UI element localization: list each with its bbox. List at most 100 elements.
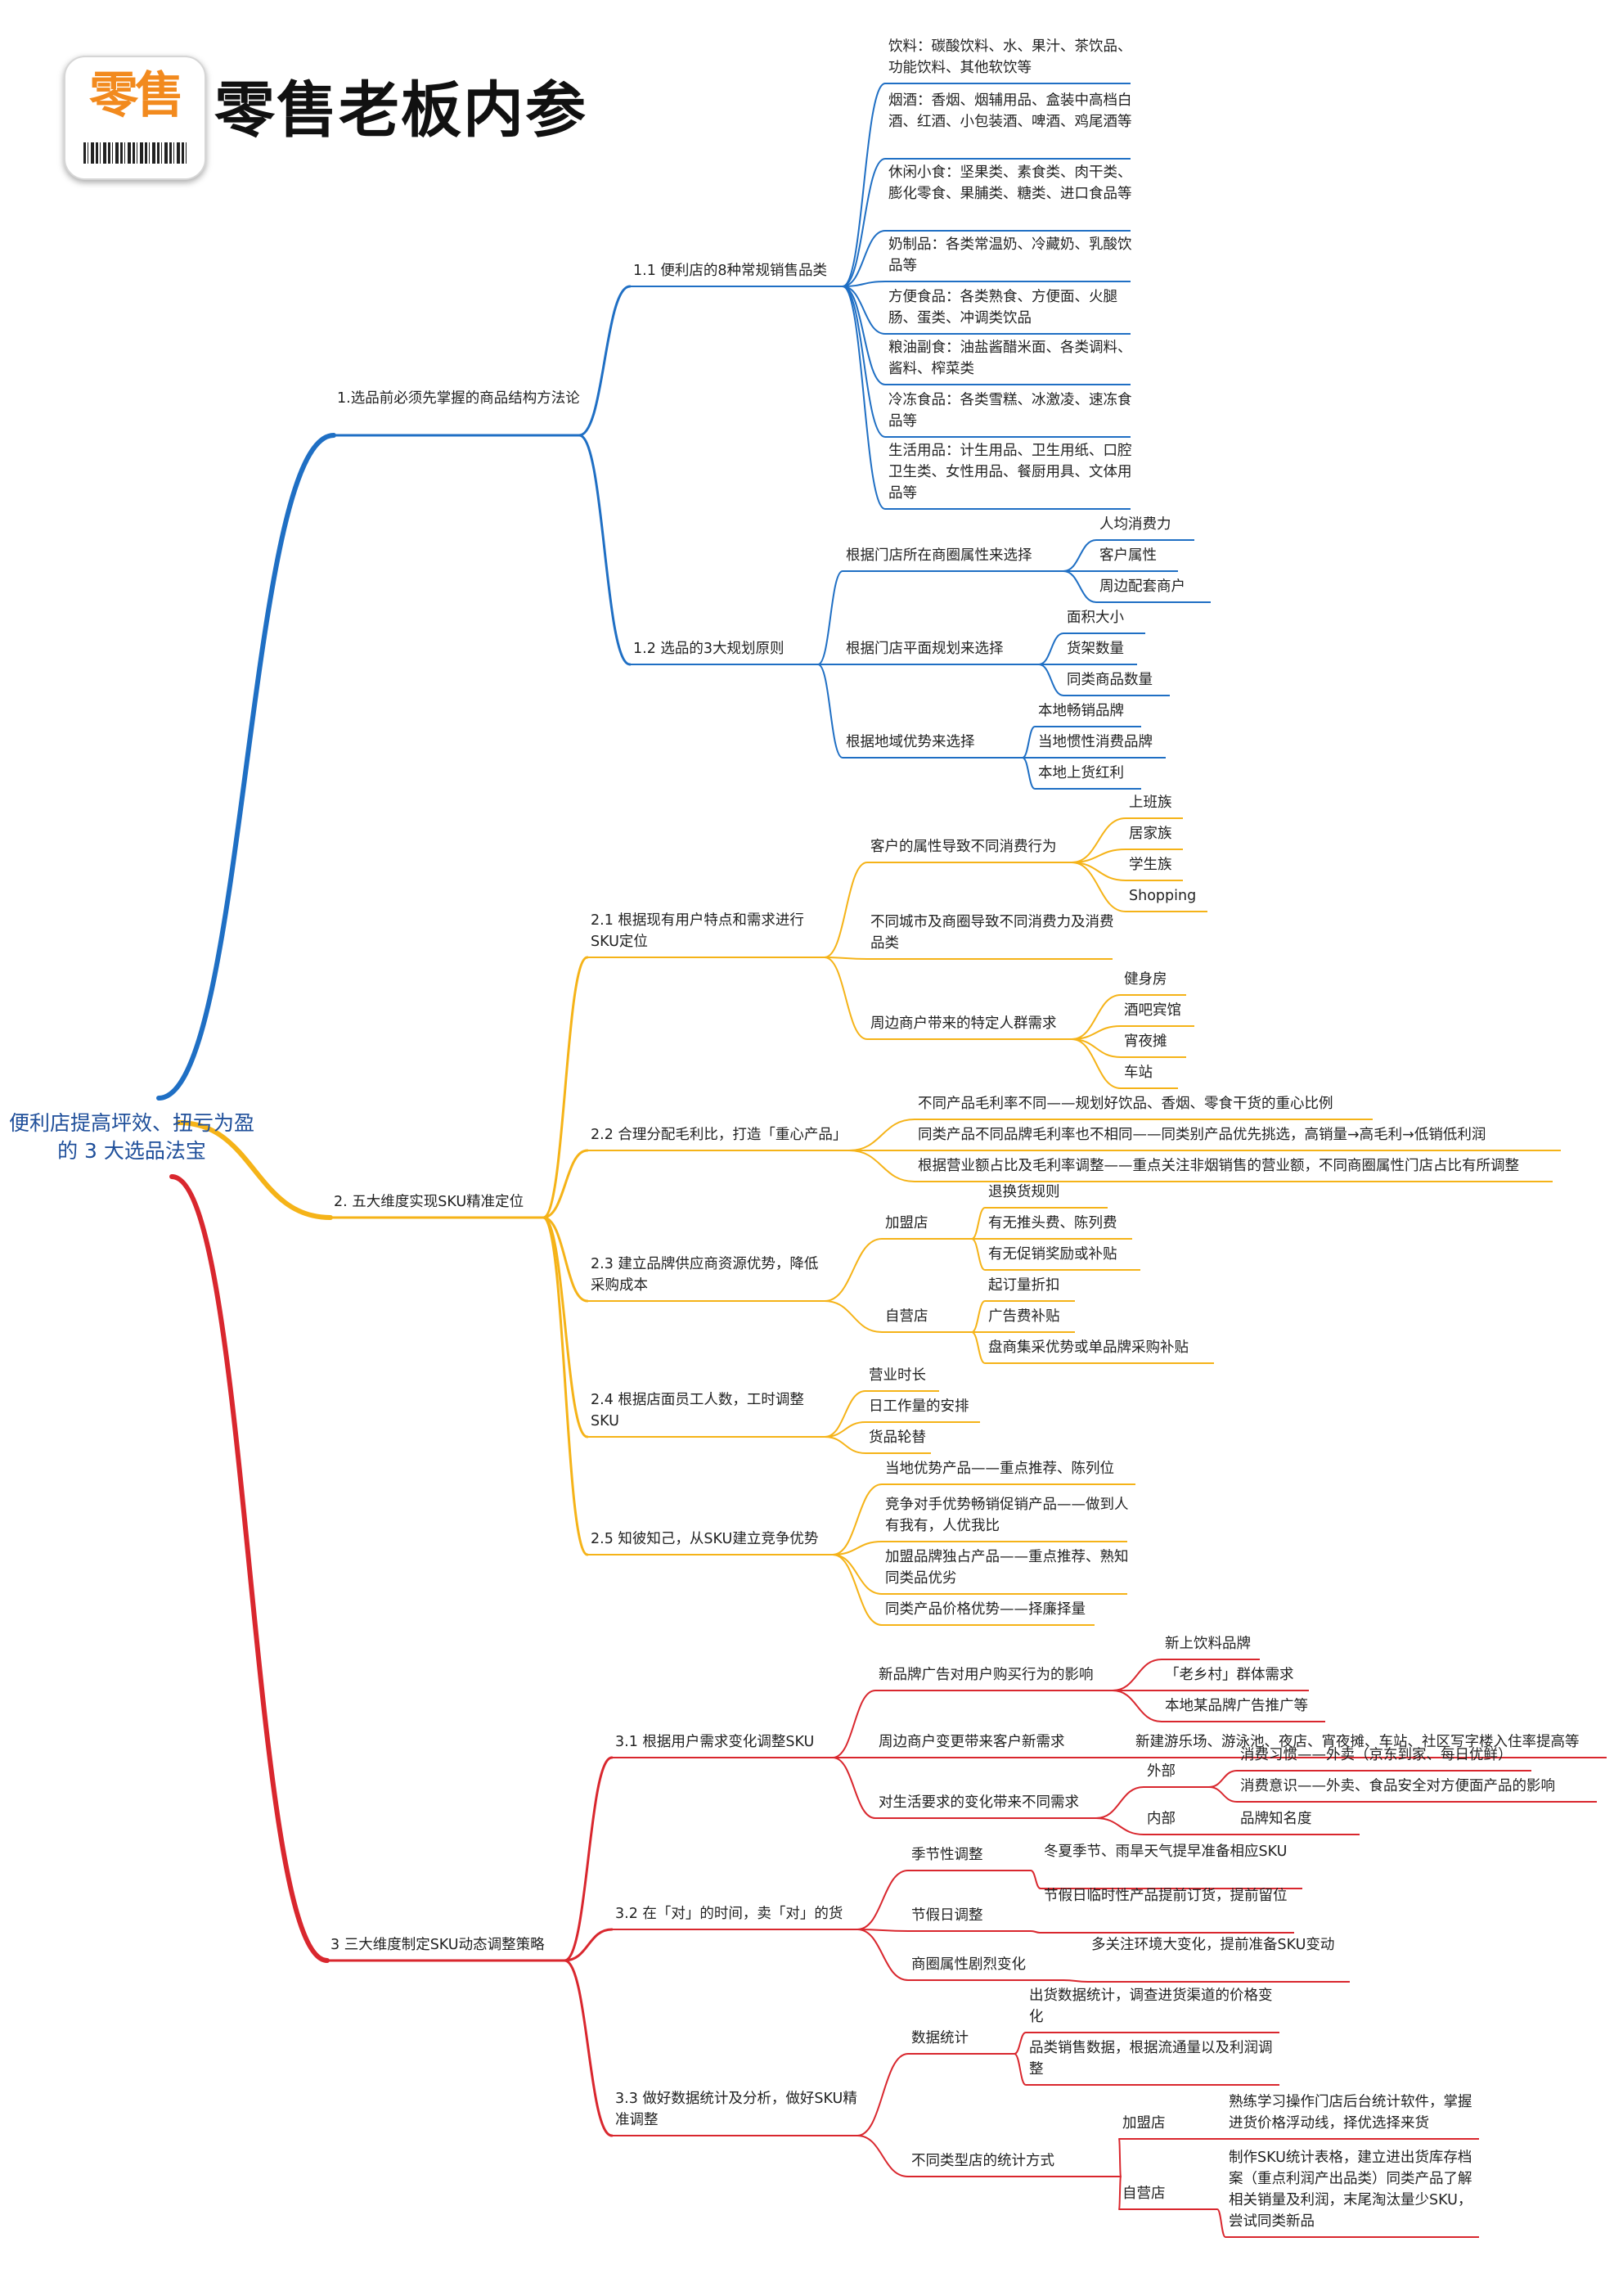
node-connector (842, 230, 886, 287)
node-connector (563, 1756, 614, 1962)
mind-map-node: 广告费补贴 (988, 1308, 1060, 1325)
mind-map-node: 起订量折扣 (988, 1277, 1060, 1294)
mind-map-node: 「老乡村」群体需求 (1165, 1667, 1294, 1683)
mind-map-node: 2. 五大维度实现SKU精准定位 (334, 1194, 524, 1210)
mind-map-node: 冬夏季节、雨旱天气提早准备相应SKU (1044, 1844, 1288, 1860)
mind-map-node: 3.1 根据用户需求变化调整SKU (615, 1734, 815, 1750)
mind-map-node: 学生族 (1129, 857, 1172, 873)
node-connector (848, 1119, 915, 1151)
mind-map-node: 1.2 选品的3大规划原则 (633, 641, 785, 657)
mind-map-node: 本地某品牌广告推广等 (1165, 1698, 1308, 1714)
mind-map-node: 消费意识——外卖、食品安全对方便面产品的影响 (1240, 1778, 1555, 1794)
mind-map-node: 对生活要求的变化带来不同需求 (879, 1794, 1079, 1811)
mind-map-node: 不同城市及商圈导致不同消费力及消费品类 (870, 914, 1114, 952)
node-connector (832, 1554, 883, 1626)
mind-map-node: 新建游乐场、游泳池、夜店、宵夜摊、车站、社区写字楼入住率提高等 (1135, 1734, 1580, 1750)
barcode-icon (83, 142, 187, 164)
mind-map-node: 车站 (1124, 1065, 1153, 1081)
mind-map-node: 1.选品前必须先掌握的商品结构方法论 (337, 390, 580, 407)
mind-map-node: 不同类型店的统计方式 (911, 2153, 1054, 2169)
node-connector (856, 2053, 909, 2136)
node-connector (824, 957, 868, 960)
mind-map-node: 周边商户带来的特定人群需求 (870, 1015, 1057, 1032)
node-connector (578, 285, 632, 437)
node-connector (578, 434, 632, 666)
mind-map-node: 居家族 (1129, 826, 1172, 842)
mind-map-node: 根据地域优势来选择 (846, 734, 975, 750)
node-connector (842, 158, 886, 287)
mind-map-node: 退换货规则 (988, 1184, 1060, 1200)
node-connector (1038, 664, 1064, 696)
node-connector (1063, 539, 1097, 572)
node-connector (832, 1757, 876, 1819)
node-connector (1071, 1038, 1122, 1058)
node-connector (971, 1238, 986, 1271)
mind-map-node: 根据门店平面规划来选择 (846, 641, 1004, 657)
node-connector (1063, 570, 1097, 603)
mind-map-node: 同类商品数量 (1067, 672, 1153, 688)
mind-map-node: 节假日临时性产品提前订货，提前留位 (1044, 1888, 1288, 1904)
node-connector (1063, 1979, 1089, 1983)
mind-map-node: 面积大小 (1067, 610, 1124, 626)
node-connector (856, 1929, 909, 1932)
node-connector (1071, 994, 1122, 1040)
node-connector (824, 957, 868, 1040)
node-connector (1022, 726, 1036, 759)
mind-map-node: 周边配套商户 (1099, 579, 1185, 595)
mind-map-node: 加盟店 (1122, 2115, 1166, 2132)
mind-map-node: 内部 (1147, 1811, 1176, 1827)
mind-map-node: 2.3 建立品牌供应商资源优势，降低采购成本 (591, 1256, 819, 1294)
node-connector (848, 1150, 915, 1182)
node-connector (832, 1690, 876, 1758)
node-connector (1118, 2176, 1122, 2210)
mind-map-node: 品类销售数据，根据流通量以及利润调整 (1029, 2040, 1273, 2078)
node-connector (1030, 1870, 1041, 1889)
mind-map-node: 制作SKU统计表格，建立进出货库存档案（重点利润产出品类）同类产品了解相关销量及… (1229, 2150, 1472, 2230)
mind-map-node: 数据统计 (911, 2030, 969, 2046)
node-connector (563, 1928, 614, 1962)
node-connector (971, 1331, 986, 1364)
mind-map-node: 当地优势产品——重点推荐、陈列位 (885, 1461, 1114, 1477)
mind-map-node: 不同产品毛利率不同——规划好饮品、香烟、零食干货的重心比例 (918, 1096, 1333, 1112)
mind-map-node: 3.3 做好数据统计及分析，做好SKU精准调整 (615, 2091, 857, 2128)
mind-map-node: 健身房 (1124, 971, 1167, 988)
node-connector (1071, 862, 1126, 912)
mind-map-node: 营业时长 (869, 1367, 926, 1384)
mind-map-node: 自营店 (1122, 2186, 1166, 2202)
node-connector (1030, 1930, 1041, 1934)
mind-map-node: 方便食品：各类熟食、方便面、火腿肠、蛋类、冲调类饮品 (888, 289, 1117, 326)
node-connector (1014, 2053, 1027, 2086)
mind-map-node: 品牌知名度 (1240, 1811, 1312, 1827)
mind-map-node: 熟练学习操作门店后台统计软件，掌握进货价格浮动线，择优选择来货 (1229, 2094, 1472, 2132)
node-connector (817, 664, 843, 759)
node-connector (1014, 2032, 1027, 2055)
node-connector (832, 1541, 883, 1555)
node-connector (542, 1216, 589, 1556)
mind-map-node: 有无促销奖励或补贴 (988, 1246, 1117, 1263)
mind-map-node: 本地上货红利 (1038, 765, 1124, 781)
node-connector (1071, 817, 1126, 863)
node-connector (1071, 849, 1126, 863)
mind-map-node: 竞争对手优势畅销促销产品——做到人有我有，人优我比 (885, 1497, 1129, 1534)
node-connector (856, 1870, 909, 1930)
mind-map-node: 新品牌广告对用户购买行为的影响 (879, 1667, 1094, 1683)
mind-map-node: 冷冻食品：各类雪糕、冰激凌、速冻食品等 (888, 392, 1132, 430)
mind-map-node: 货架数量 (1067, 641, 1124, 657)
mind-map-node: 本地畅销品牌 (1038, 703, 1124, 719)
node-connector (1112, 1690, 1162, 1722)
node-connector (842, 286, 886, 438)
mind-map-node: 加盟品牌独占产品——重点推荐、熟知同类品优劣 (885, 1549, 1129, 1587)
node-connector (842, 83, 886, 287)
mind-map-node: 客户的属性导致不同消费行为 (870, 839, 1057, 855)
mind-map-root: 便利店提高坪效、扭亏为盈的 3 大选品法宝 (8, 1111, 254, 1163)
mind-map-node: 当地惯性消费品牌 (1038, 734, 1153, 750)
mind-map-node: 多关注环境大变化，提前准备SKU变动 (1091, 1937, 1335, 1953)
main-branch-connector (169, 1174, 330, 1963)
mind-map-node: 宵夜摊 (1124, 1033, 1167, 1050)
mind-map-node: 饮料：碳酸饮料、水、果汁、茶饮品、功能饮料、其他软饮等 (888, 38, 1132, 76)
node-connector (842, 286, 886, 335)
mind-map-node: 2.2 合理分配毛利比，打造「重心产品」 (591, 1127, 847, 1143)
node-connector (824, 1436, 866, 1454)
mind-map-node: 休闲小食：坚果类、素食类、肉干类、膨化零食、果脯类、糖类、进口食品等 (888, 164, 1132, 202)
